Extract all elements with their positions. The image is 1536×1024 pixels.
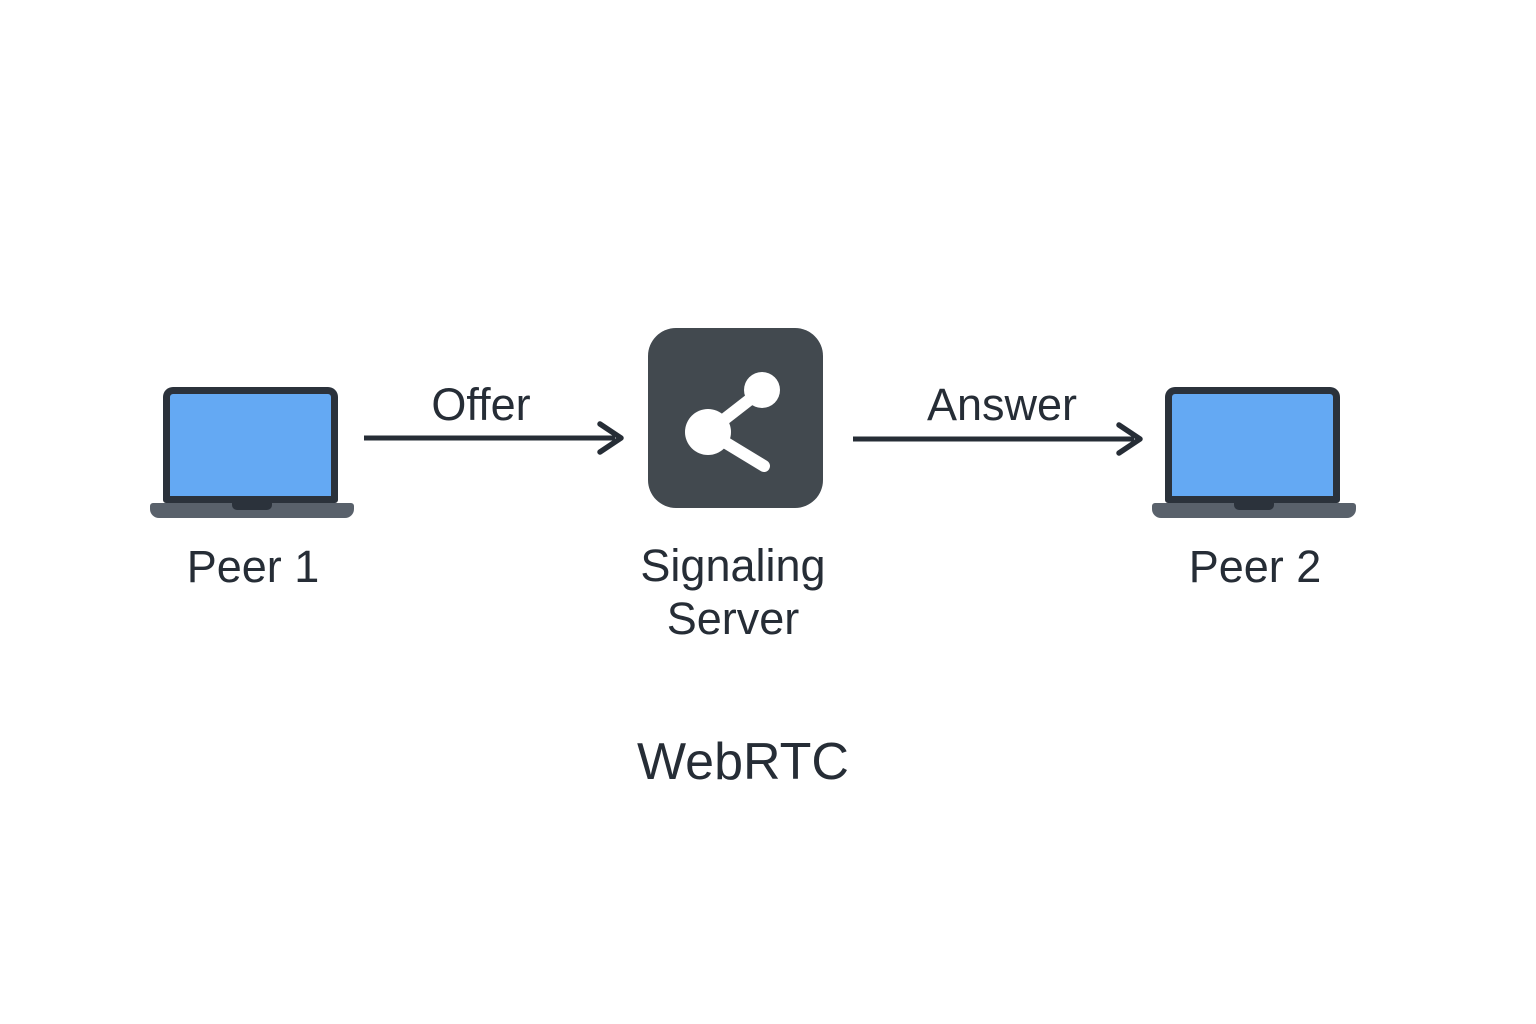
peer2-label: Peer 2 bbox=[1188, 541, 1322, 592]
laptop-base bbox=[1152, 503, 1356, 518]
peer1-label: Peer 1 bbox=[186, 541, 320, 592]
share-nodes-icon bbox=[685, 372, 780, 472]
signaling-server-label: Signaling Server bbox=[640, 539, 825, 645]
signaling-server-label-line2: Server bbox=[666, 593, 800, 645]
answer-arrow-icon bbox=[853, 422, 1143, 456]
laptop-notch bbox=[1234, 503, 1274, 510]
offer-arrow-icon bbox=[364, 421, 624, 455]
offer-label: Offer bbox=[431, 379, 531, 430]
laptop-notch bbox=[232, 503, 272, 510]
laptop-screen bbox=[1165, 387, 1340, 503]
signaling-server-node bbox=[648, 328, 823, 508]
laptop-screen bbox=[163, 387, 338, 503]
peer2-laptop-icon bbox=[1152, 387, 1356, 518]
peer1-laptop-icon bbox=[150, 387, 354, 518]
answer-label: Answer bbox=[926, 379, 1078, 430]
signaling-server-label-line1: Signaling bbox=[640, 540, 826, 591]
laptop-base bbox=[150, 503, 354, 518]
diagram-title: WebRTC bbox=[637, 733, 849, 791]
